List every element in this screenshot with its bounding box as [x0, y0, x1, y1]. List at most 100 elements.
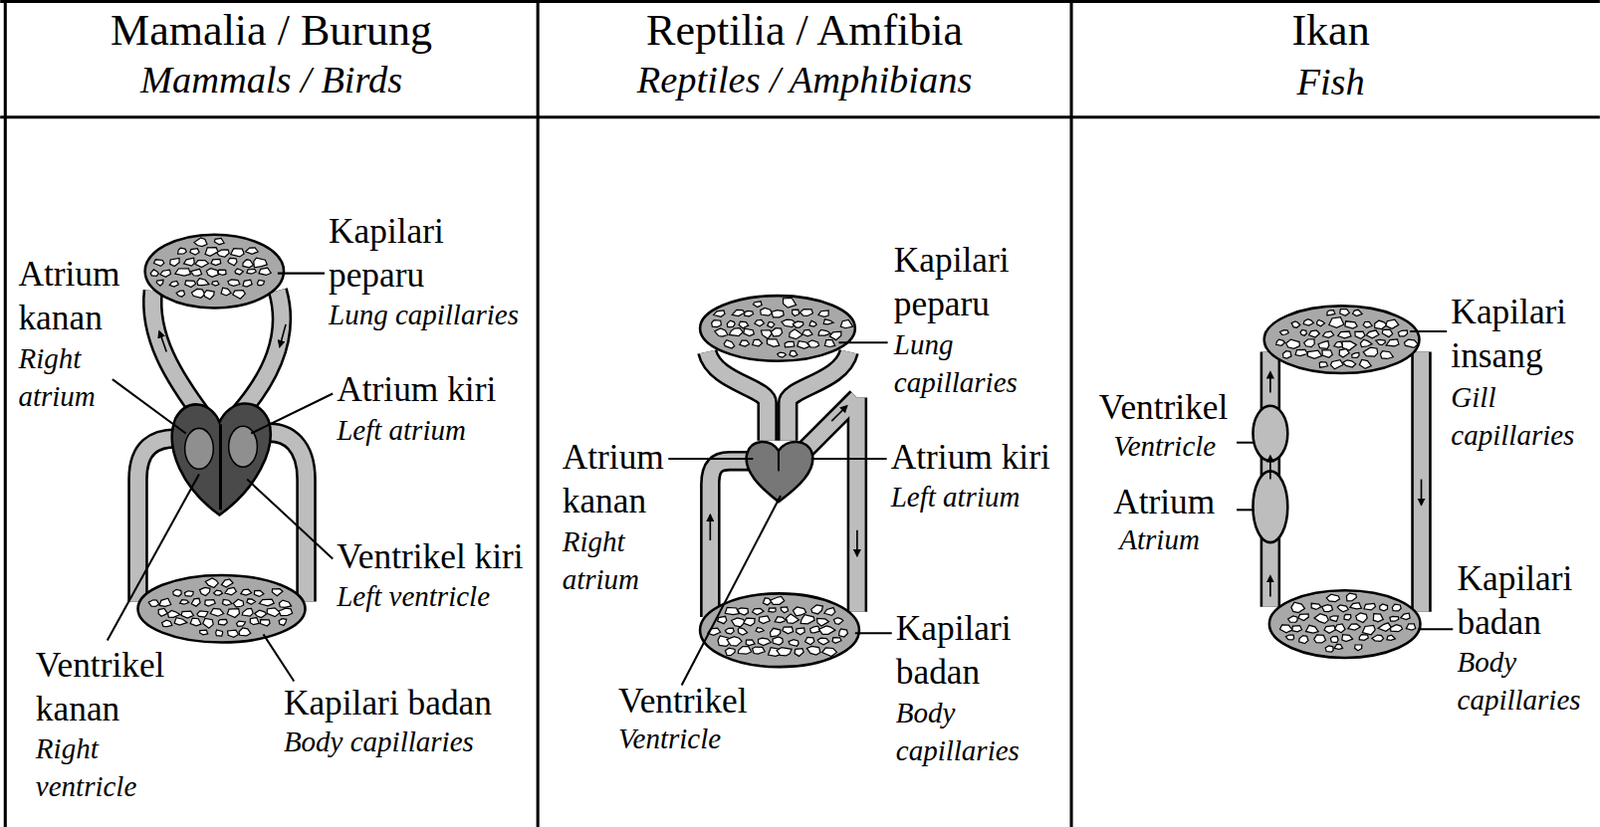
- part-label: Atrium kanan: [562, 435, 665, 523]
- capillary-lumen: [271, 589, 283, 597]
- capillary-lumen: [1300, 329, 1307, 336]
- column-heading-translation: Reptiles / Amphibians: [537, 56, 1072, 103]
- capillary-lumen: [253, 257, 268, 268]
- part-label: Kapilari badan: [283, 681, 492, 725]
- capillary-lumen: [214, 590, 224, 596]
- capillary-lumen: [1326, 594, 1340, 602]
- capillary-lumen: [199, 587, 211, 596]
- capillary-lumen: [1319, 362, 1328, 369]
- capillary-lumen: [175, 268, 192, 276]
- capillary-lumen: [1323, 331, 1335, 339]
- capillary-lumen: [1360, 339, 1372, 347]
- capillary-lumen: [744, 310, 754, 316]
- capillary-lumen: [205, 600, 216, 608]
- leader-line: [263, 634, 295, 682]
- capillary-lumen: [1339, 349, 1350, 358]
- capillary-lumen: [228, 257, 237, 265]
- capillary-lumen: [1329, 317, 1345, 329]
- capillary-network: [1264, 305, 1420, 374]
- capillary-lumen: [782, 627, 794, 635]
- capillary-lumen: [840, 319, 853, 328]
- vessel-outline: [259, 433, 306, 603]
- capillary-lumen: [754, 319, 765, 326]
- capillary-lumen: [206, 268, 220, 278]
- vessel: [137, 438, 182, 602]
- capillary-lumen: [1390, 625, 1403, 633]
- leader-line: [668, 457, 753, 460]
- capillary-lumen: [1391, 604, 1401, 612]
- capillary-lumen: [824, 340, 835, 348]
- part-label-translation: Left atrium: [336, 412, 466, 451]
- vessel: [801, 398, 858, 455]
- part-label-translation: Left ventricle: [336, 578, 490, 617]
- capillary-lumen: [256, 279, 264, 285]
- capillary-lumen: [174, 618, 188, 626]
- capillary-lumen: [1344, 614, 1352, 621]
- capillary-lumen: [752, 301, 762, 308]
- column-heading: Ikan: [1066, 3, 1596, 57]
- capillary-beds: [137, 234, 1420, 668]
- capillary-lumen: [278, 600, 291, 608]
- capillary-lumen: [792, 321, 804, 328]
- capillary-lumen: [1386, 635, 1395, 641]
- capillary-lumen: [824, 608, 836, 617]
- capillary-bed: [1264, 305, 1420, 374]
- table-rule: [0, 115, 1600, 119]
- vessel: [152, 290, 205, 419]
- capillary-lumen: [259, 620, 270, 627]
- capillary-lumen: [796, 628, 806, 636]
- capillary-lumen: [190, 618, 202, 627]
- capillary-lumen: [1327, 310, 1336, 316]
- capillary-lumen: [246, 599, 256, 605]
- capillary-lumen: [802, 329, 813, 336]
- capillary-lumen: [782, 298, 796, 309]
- capillary-lumen: [1276, 339, 1286, 346]
- capillary-lumen: [739, 340, 750, 347]
- vessel-outline: [239, 290, 282, 414]
- capillary-lumen: [240, 589, 252, 596]
- vessel-outline: [152, 290, 205, 419]
- vessel: [259, 433, 306, 603]
- leader-lines: [107, 273, 1454, 686]
- capillary-lumen: [1363, 347, 1377, 357]
- capillary-lumen: [738, 321, 749, 329]
- capillary-lumen: [770, 628, 781, 638]
- capillary-lumen: [800, 309, 814, 317]
- capillary-lumen: [1350, 603, 1363, 610]
- capillary-lumen: [232, 599, 243, 608]
- capillary-lumen: [724, 628, 734, 635]
- capillary-lumen: [789, 351, 798, 358]
- capillary-bed: [137, 575, 305, 644]
- capillary-lumen: [760, 330, 771, 339]
- capillary-lumen: [731, 618, 745, 628]
- capillary-lumen: [278, 608, 293, 616]
- capillary-lumen: [258, 267, 271, 275]
- vessel-outline: [706, 352, 767, 442]
- capillary-lumen: [278, 619, 287, 627]
- capillary-lumen: [180, 600, 190, 606]
- capillary-lumen: [784, 341, 795, 347]
- capillary-lumen: [238, 628, 251, 637]
- capillary-lumen: [774, 617, 786, 624]
- capillary-lumen: [1298, 614, 1309, 622]
- capillary-lumen: [1330, 616, 1339, 623]
- flow-arrow: [709, 514, 712, 541]
- leader-line: [838, 341, 888, 344]
- vessel: [239, 290, 282, 414]
- part-label: Atrium kanan: [17, 251, 120, 340]
- flow-arrow: [279, 324, 286, 348]
- vessel: [706, 352, 767, 442]
- capillary-lumen: [731, 309, 745, 316]
- capillary-lumen: [242, 279, 252, 287]
- capillary-lumen: [728, 328, 743, 337]
- capillary-lumen: [1397, 330, 1407, 337]
- capillary-lumen: [1330, 360, 1344, 370]
- capillary-lumen: [724, 648, 735, 656]
- part-label-translation: Body capillaries: [283, 723, 474, 762]
- capillary-lumen: [743, 618, 755, 627]
- capillary-lumen: [1343, 360, 1357, 368]
- part-label-translation: Right atrium: [17, 340, 95, 417]
- capillary-lumen: [809, 320, 817, 327]
- capillary-lumen: [776, 648, 792, 657]
- capillary-lumen: [195, 260, 209, 268]
